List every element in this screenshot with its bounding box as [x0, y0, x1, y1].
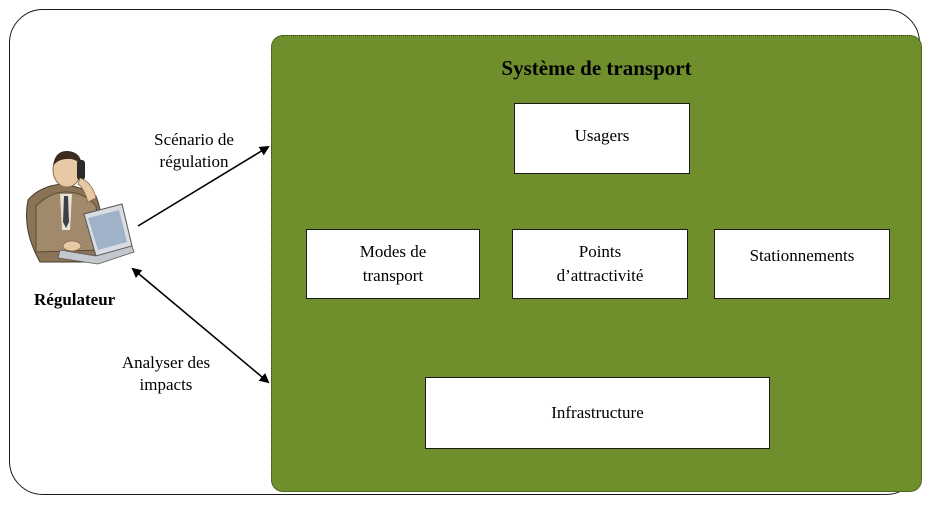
arrow-impacts	[131, 267, 270, 384]
node-stationnements: Stationnements	[714, 229, 890, 299]
node-infrastructure: Infrastructure	[425, 377, 770, 449]
arrow-label-regulation: Scénario de régulation	[154, 130, 234, 171]
node-modes-de-transport: Modes de transport	[306, 229, 480, 299]
arrow-regulation	[137, 145, 270, 227]
node-usagers: Usagers	[514, 103, 690, 174]
node-points-d-attractivite: Points d’attractivité	[512, 229, 688, 299]
actor-label: Régulateur	[34, 290, 116, 309]
user-at-computer-icon	[26, 150, 135, 265]
system-title: Système de transport	[501, 56, 692, 80]
